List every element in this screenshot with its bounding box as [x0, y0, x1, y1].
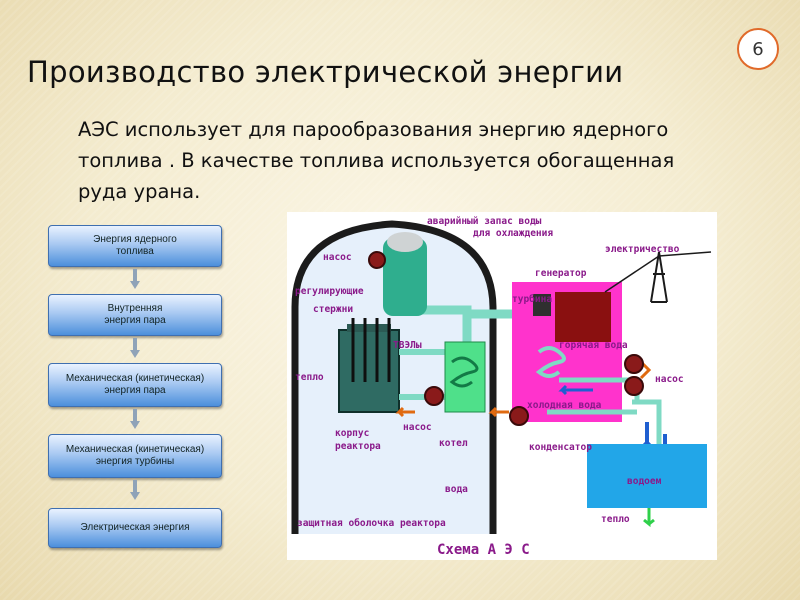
label-turbine: турбина [512, 294, 552, 305]
pump-mid-icon [424, 386, 444, 406]
label-heat-bottom: тепло [601, 514, 630, 525]
label-cold-water: холодная вода [527, 400, 602, 411]
slide-number-badge: 6 [737, 28, 779, 70]
flow-arrow-icon [130, 409, 140, 429]
power-pylon-icon [650, 251, 668, 303]
label-reservoir: водоем [627, 476, 662, 487]
label-water: вода [445, 484, 468, 495]
label-vessel: корпус [335, 428, 369, 439]
label-pump-top: насос [323, 252, 352, 263]
flow-arrow-icon [130, 269, 140, 289]
flow-step-nuclear-energy: Энергия ядерного топлива [48, 225, 222, 267]
label-hot-water: горячая вода [559, 340, 628, 351]
npp-schematic: аварийный запас воды для охлаждения элек… [287, 212, 717, 560]
label-emergency-water-2: для охлаждения [473, 228, 553, 239]
label-electricity: электричество [605, 244, 680, 255]
label-control-rods: регулирующие [295, 286, 364, 297]
label-pump-right: насос [655, 374, 684, 385]
label-condenser: конденсатор [529, 442, 592, 453]
diagram-title: Схема А Э С [437, 542, 530, 558]
energy-flowchart: Энергия ядерного топлива Внутренняя энер… [30, 220, 240, 555]
flow-step-steam-kinetic-energy: Механическая (кинетическая) энергия пара [48, 363, 222, 407]
label-pump-mid: насос [403, 422, 432, 433]
flow-arrow-icon [130, 338, 140, 358]
flow-step-steam-internal-energy: Внутренняя энергия пара [48, 294, 222, 336]
label-fuel-rods: ТВЭЛы [393, 340, 422, 351]
generator-icon [555, 292, 611, 342]
label-heat: тепло [295, 372, 324, 383]
pump-top-icon [368, 251, 386, 269]
pump-right2-icon [624, 376, 644, 396]
label-boiler: котел [439, 438, 468, 449]
pump-right-icon [624, 354, 644, 374]
label-emergency-water: аварийный запас воды [427, 216, 542, 227]
pump-condenser-icon [509, 406, 529, 426]
label-generator: генератор [535, 268, 587, 279]
label-control-rods-2: стержни [313, 304, 353, 315]
tank-dome [387, 232, 423, 252]
label-vessel-2: реактора [335, 441, 381, 452]
slide-body-text: АЭС использует для парообразования энерг… [78, 118, 675, 203]
vessel-lid [347, 324, 391, 332]
turbine-icon [533, 294, 551, 316]
flow-arrow-icon [130, 480, 140, 500]
emergency-water-tank [383, 238, 427, 316]
flow-step-turbine-kinetic-energy: Механическая (кинетическая) энергия турб… [48, 434, 222, 478]
label-shell: защитная оболочка реактора [297, 518, 446, 529]
steam-generator [444, 341, 486, 413]
reservoir [587, 444, 707, 508]
slide-title: Производство электрической энергии [27, 55, 624, 89]
flow-step-electrical-energy: Электрическая энергия [48, 508, 222, 548]
